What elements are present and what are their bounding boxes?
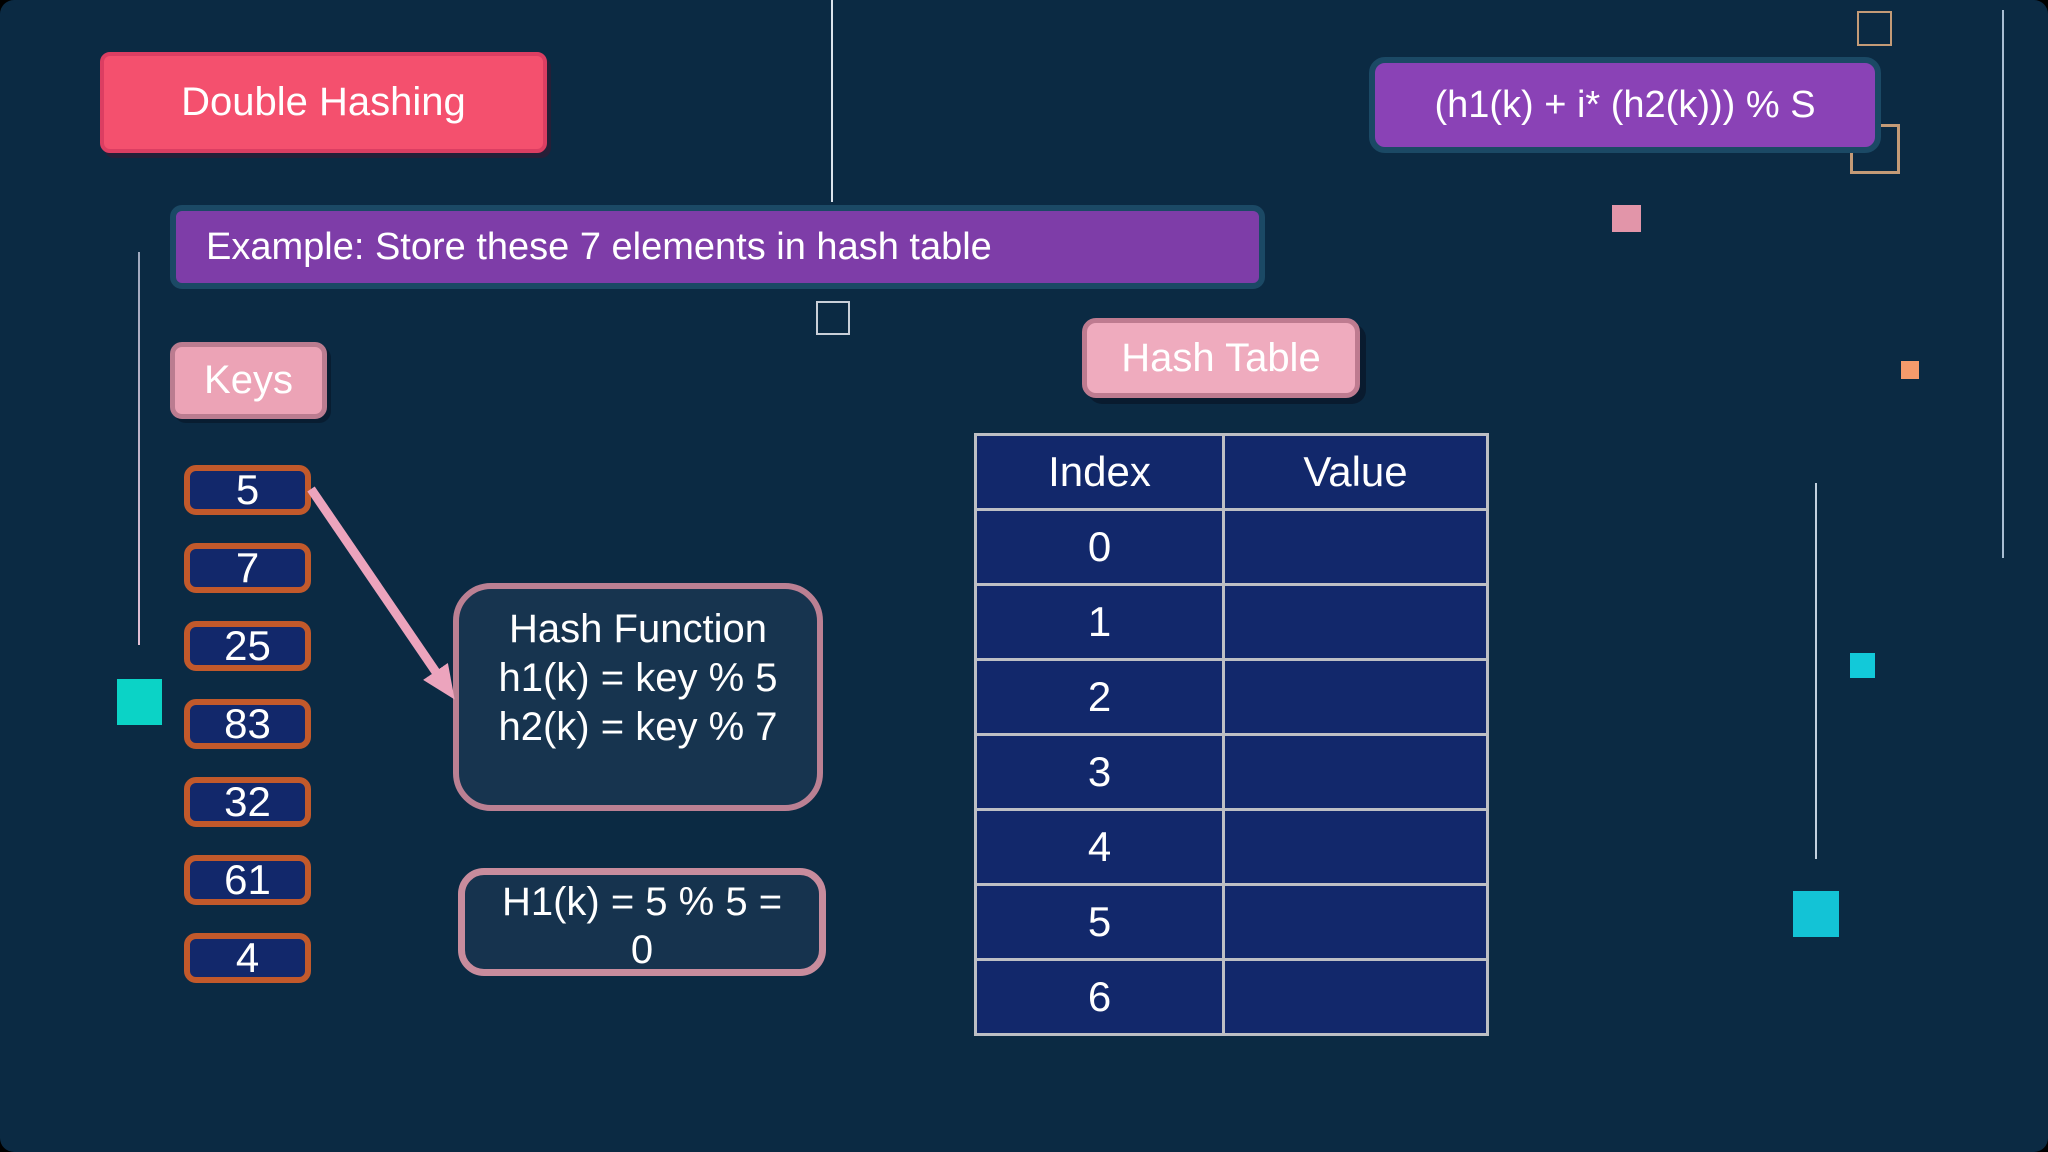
decor-square-pink [1612,205,1641,232]
index-cell: 4 [974,808,1225,886]
index-cell: 2 [974,658,1225,736]
decor-square-teal-right-large [1793,891,1839,937]
double-hashing-formula: (h1(k) + i* (h2(k))) % S [1369,57,1881,153]
table-row: 2 [974,658,1489,736]
key-item-32: 32 [184,777,311,827]
calculation-line1: H1(k) = 5 % 5 = [501,880,783,924]
index-cell: 3 [974,733,1225,811]
value-cell [1222,883,1489,961]
calculation-box: H1(k) = 5 % 5 = 0 [458,868,826,976]
key-item-25: 25 [184,621,311,671]
decor-line-top-center [831,0,833,202]
slide-title: Double Hashing [100,52,547,153]
decor-square-outline-top-right [1857,11,1892,46]
key-value: 61 [224,856,271,903]
table-row: 3 [974,733,1489,811]
calculation-line2: 0 [630,928,654,972]
value-cell [1222,508,1489,586]
decor-line-far-right [2002,10,2004,558]
keys-header-label: Keys [204,358,293,402]
formula-label: (h1(k) + i* (h2(k))) % S [1434,83,1816,126]
key-value: 25 [224,622,271,669]
hash-table-header: Hash Table [1082,318,1360,398]
value-cell [1222,658,1489,736]
key-value: 5 [235,466,260,513]
index-cell: 1 [974,583,1225,661]
key-item-83: 83 [184,699,311,749]
decor-square-teal-left [117,679,162,725]
arrow-key5-to-hash-function [307,486,455,700]
value-cell [1222,808,1489,886]
decor-square-teal-right-small [1850,653,1875,678]
example-label: Example: Store these 7 elements in hash … [206,225,992,268]
keys-header: Keys [170,342,327,419]
example-banner: Example: Store these 7 elements in hash … [170,205,1265,289]
decor-line-right-mid [1815,483,1817,859]
decor-square-outline-center [816,301,850,335]
table-row: 4 [974,808,1489,886]
hash-table-header-label: Hash Table [1121,335,1321,380]
key-value: 32 [224,778,271,825]
table-row: 1 [974,583,1489,661]
key-item-7: 7 [184,543,311,593]
table-header-row: Index Value [974,433,1489,511]
table-row: 6 [974,958,1489,1036]
value-cell [1222,733,1489,811]
index-cell: 0 [974,508,1225,586]
value-cell [1222,958,1489,1036]
key-item-5: 5 [184,465,311,515]
key-item-4: 4 [184,933,311,983]
decor-line-left [138,252,140,645]
table-row: 5 [974,883,1489,961]
value-cell [1222,583,1489,661]
key-value: 4 [235,934,260,981]
hash-function-title: Hash Function [509,607,767,651]
hash-function-h2: h2(k) = key % 7 [498,705,778,749]
index-cell: 6 [974,958,1225,1036]
hash-function-box: Hash Function h1(k) = key % 5 h2(k) = ke… [453,583,823,811]
decor-square-orange [1901,361,1919,379]
key-item-61: 61 [184,855,311,905]
key-value: 7 [235,544,260,591]
slide-title-label: Double Hashing [181,80,466,124]
hash-function-h1: h1(k) = key % 5 [498,656,778,700]
hash-table: Index Value 0 1 2 3 4 [974,433,1489,1036]
table-row: 0 [974,508,1489,586]
index-cell: 5 [974,883,1225,961]
key-value: 83 [224,700,271,747]
column-header-index: Index [974,433,1225,511]
column-header-value: Value [1222,433,1489,511]
